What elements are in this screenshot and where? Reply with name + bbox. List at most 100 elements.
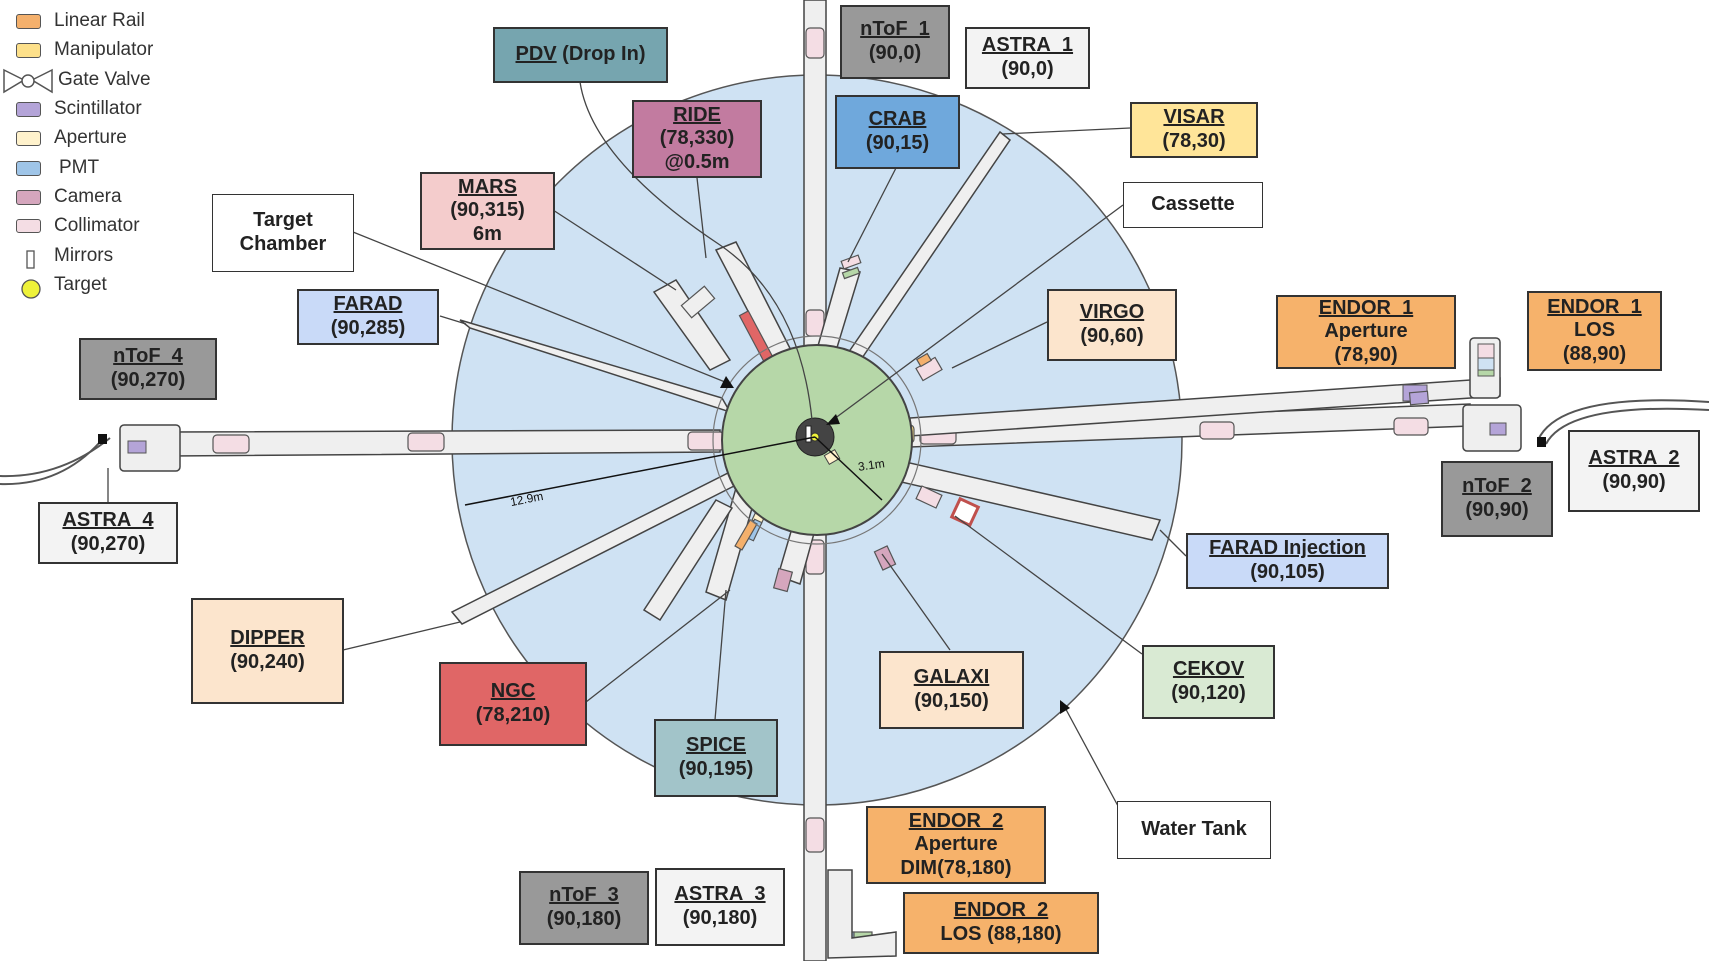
label-sub2: (78,90) (1334, 343, 1398, 366)
label-name: PDV (515, 43, 557, 66)
label-name: ASTRA_2 (1588, 447, 1680, 470)
label-name: ASTRA_4 (62, 509, 154, 532)
mirror-icon (26, 250, 35, 269)
collimator (407, 432, 445, 452)
label-name: GALAXI (913, 666, 990, 689)
label-astra1: ASTRA_1(90,0) (965, 27, 1090, 89)
label-name: MARS (458, 175, 517, 198)
legend-label: Target (54, 274, 107, 295)
label-name: FARAD (333, 293, 403, 316)
label-name: CRAB (868, 108, 927, 131)
legend-label: Collimator (54, 215, 140, 236)
label-name: nToF_4 (113, 345, 183, 368)
legend-label: Camera (54, 186, 122, 207)
legend-item: Gate Valve (0, 67, 200, 93)
label-title: Cassette (1151, 193, 1234, 217)
label-title: ASTRA_1 (982, 34, 1073, 58)
label-ride: RIDE(78,330)@0.5m (632, 100, 762, 178)
tank-radius-line (464, 436, 816, 506)
label-name: ENDOR_1 (1547, 295, 1642, 318)
label-galaxi: GALAXI(90,150) (879, 651, 1024, 729)
label-ntof4: nToF_4(90,270) (79, 338, 217, 400)
label-sub: (90,270) (70, 533, 146, 555)
label-title: nToF_3 (549, 884, 619, 908)
label-spice: SPICE(90,195) (654, 719, 778, 797)
label-title: VIRGO (1080, 301, 1144, 325)
label-name: ENDOR_1 (1318, 296, 1414, 319)
leader-lines (107, 81, 1187, 807)
scintillator-swatch (16, 102, 41, 117)
horizontal-beamline-right (909, 337, 1709, 452)
label-ntof3: nToF_3(90,180) (519, 871, 649, 945)
legend-label: PMT (59, 157, 100, 178)
nuclear-tof-block (119, 424, 181, 472)
label-sub2: (88,90) (1562, 342, 1627, 365)
label-sub: (90,90) (1465, 499, 1529, 521)
label-name: CEKOV (1172, 658, 1245, 681)
legend-label: Gate Valve (58, 69, 151, 90)
label-title: RIDE (673, 104, 721, 128)
label-name: Cassette (1151, 193, 1235, 216)
legend-item: Camera (0, 184, 200, 210)
label-title: FARAD (334, 293, 403, 317)
label-title: ENDOR_2 (909, 810, 1003, 834)
label-sub: (90,90) (1602, 471, 1666, 493)
label-title: Target (253, 209, 313, 233)
label-title: SPICE (686, 734, 746, 758)
collimator (805, 817, 825, 853)
collimator (1393, 417, 1429, 436)
label-title: ENDOR_1 (1547, 296, 1641, 320)
label-sub: (90,60) (1080, 325, 1144, 347)
legend-item: Scintillator (0, 96, 200, 122)
label-sub: (90,120) (1171, 682, 1246, 704)
chamber-radius-line (814, 436, 883, 501)
label-sub2: @0.5m (664, 150, 730, 173)
label-farad: FARAD(90,285) (297, 289, 439, 345)
collimator-swatch (16, 219, 41, 233)
legend-label: Scintillator (54, 98, 142, 119)
label-name: Water Tank (1141, 818, 1247, 841)
target-chamber-ring (712, 335, 922, 545)
label-title: ASTRA_4 (62, 509, 153, 533)
label-sub: (90,240) (230, 651, 305, 673)
label-sub: (90,180) (682, 907, 758, 929)
label-cassette: Cassette (1123, 182, 1263, 228)
label-sub: (90,0) (868, 42, 922, 64)
collimator (687, 431, 725, 451)
target-icon (21, 279, 41, 299)
label-title: NGC (491, 680, 535, 704)
label-title: nToF_2 (1462, 475, 1532, 499)
label-name: ASTRA_3 (674, 883, 766, 906)
label-visar: VISAR(78,30) (1130, 102, 1258, 158)
label-ngc: NGC(78,210) (439, 662, 587, 746)
camera-swatch (16, 190, 41, 205)
label-name: VIRGO (1079, 301, 1145, 324)
pmt-swatch (16, 161, 41, 176)
label-sub: (90,315) (450, 199, 525, 222)
legend-label: Linear Rail (54, 10, 145, 31)
label-title: FARAD Injection (1209, 537, 1366, 561)
label-crab: CRAB(90,15) (835, 95, 960, 169)
label-pdv: PDV (Drop In) (493, 27, 668, 83)
label-sub: (78,30) (1162, 130, 1226, 152)
endor2-bend (827, 869, 897, 959)
label-title: ASTRA_3 (674, 883, 765, 907)
label-astra4: ASTRA_4(90,270) (38, 502, 178, 564)
legend-item: Collimator (0, 213, 200, 239)
label-name: SPICE (685, 734, 747, 757)
label-title: ENDOR_2 (954, 899, 1048, 923)
label-watertank: Water Tank (1117, 801, 1271, 859)
legend-item: Target (0, 272, 200, 298)
label-title: ENDOR_1 (1319, 297, 1413, 321)
label-title: CEKOV (1173, 658, 1244, 682)
label-sub: (90,105) (1250, 561, 1325, 583)
gate-valve-icon (3, 68, 53, 94)
label-extra: (Drop In) (556, 43, 646, 66)
label-sub: (90,150) (914, 690, 989, 712)
legend-item: Mirrors (0, 243, 200, 269)
legend-item: Manipulator (0, 37, 200, 63)
collimator (805, 27, 825, 59)
